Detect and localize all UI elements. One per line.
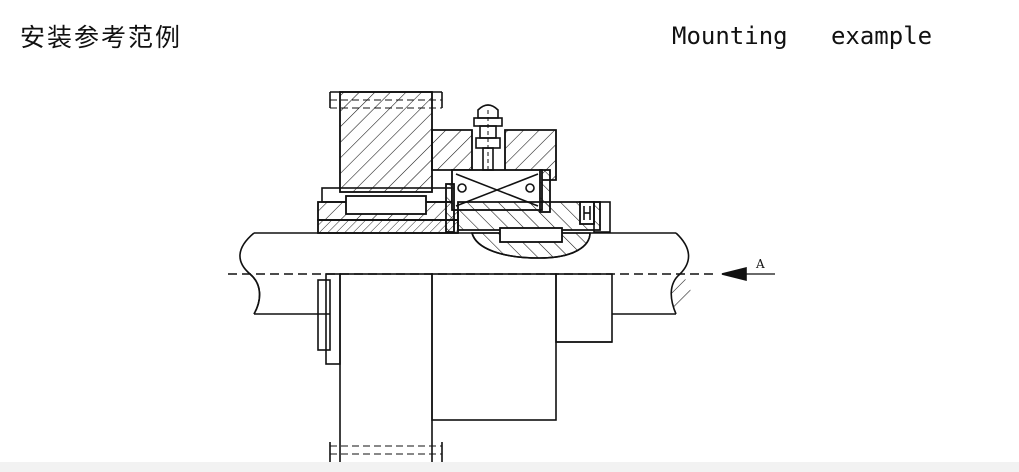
housing-bottom (431, 273, 613, 421)
gear-bottom (329, 273, 443, 465)
direction-arrow (721, 266, 775, 282)
bottom-rule (0, 462, 1019, 472)
hub-bottom (317, 273, 341, 365)
title-chinese: 安装参考范例 (20, 23, 183, 52)
shaft-keyway (470, 227, 591, 259)
grease-nipple (473, 104, 503, 171)
title-english: Mounting example (672, 22, 933, 50)
housing (431, 129, 557, 233)
hub-top (317, 187, 459, 234)
inner-hub (457, 201, 611, 233)
gear-top (329, 91, 443, 193)
arrow-label: A (755, 257, 765, 271)
